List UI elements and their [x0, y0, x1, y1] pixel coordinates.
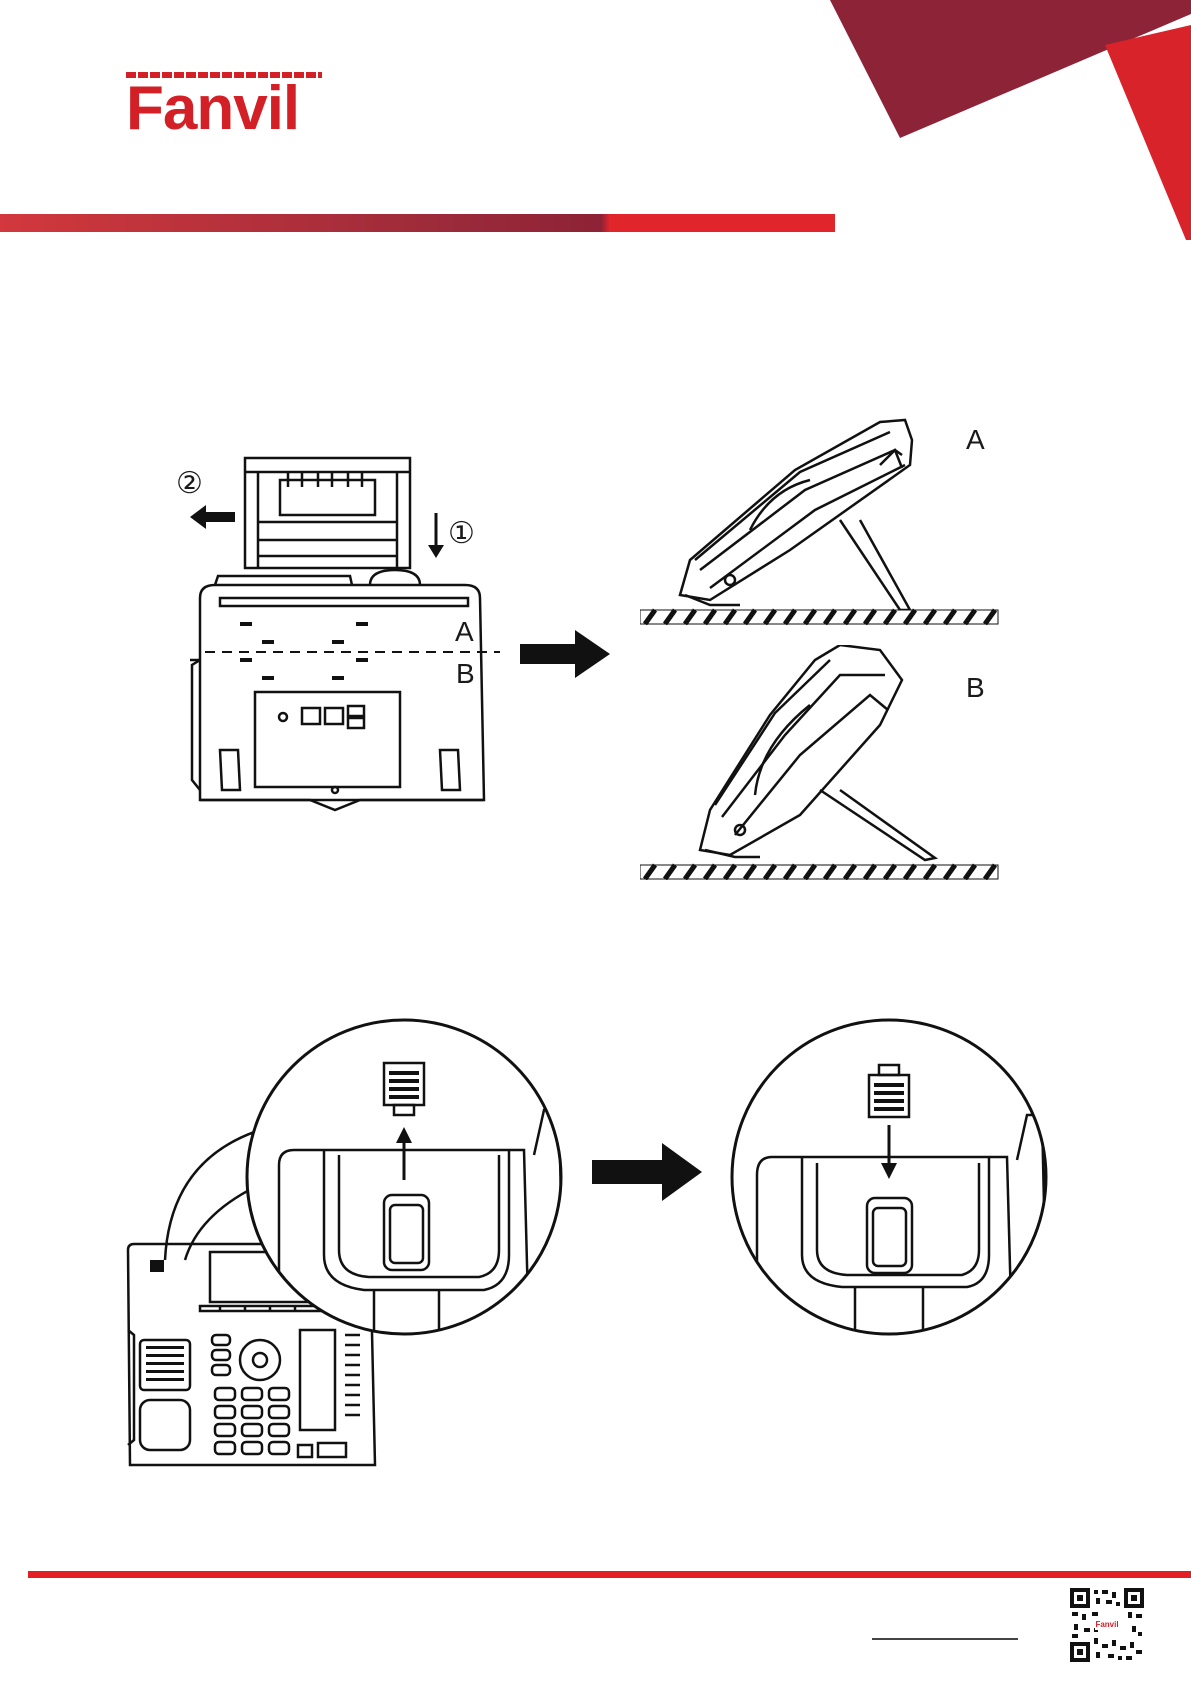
footer-line [28, 1571, 1191, 1578]
brand-logo: Fanvil [126, 72, 322, 138]
side-view-b-label: B [966, 672, 985, 704]
down-arrow-icon [428, 513, 444, 558]
hook-zoom-before [244, 1015, 564, 1340]
step-1-label: ① [448, 516, 475, 551]
side-view-a-label: A [966, 424, 985, 456]
footer-underline [872, 1638, 1018, 1640]
side-view-b [640, 645, 1000, 880]
qr-code: Fanvil [1070, 1588, 1144, 1662]
position-a-label: A [455, 616, 474, 648]
side-view-a [640, 410, 1000, 625]
hook-right-arrow-icon [592, 1143, 702, 1201]
left-arrow-icon [190, 505, 235, 529]
step-2-label: ② [176, 466, 203, 501]
logo-text: Fanvil [126, 80, 322, 138]
qr-logo-text: Fanvil [1095, 1620, 1118, 1629]
position-b-label: B [456, 658, 475, 690]
right-arrow-icon [520, 630, 610, 678]
header: Fanvil [0, 0, 1191, 240]
hook-zoom-after [727, 1015, 1052, 1340]
